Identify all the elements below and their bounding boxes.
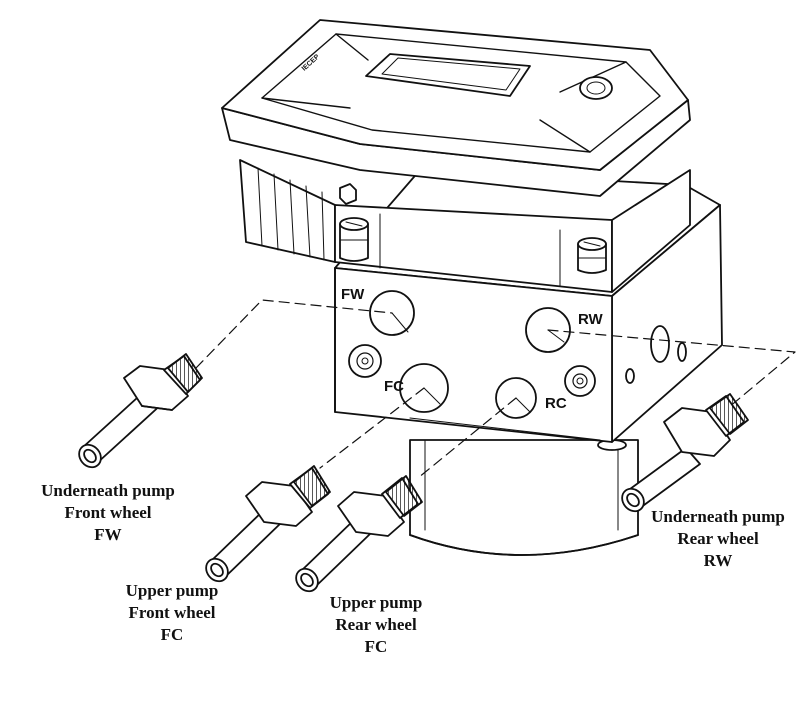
callout-upper-front: Upper pump Front wheel FC bbox=[102, 580, 242, 646]
callout-underneath-rear: Underneath pump Rear wheel RW bbox=[630, 506, 806, 572]
sensor-port-left bbox=[348, 344, 382, 378]
port-label-rw: RW bbox=[578, 311, 604, 328]
callout-upper-rear: Upper pump Rear wheel FC bbox=[306, 592, 446, 658]
callout-line: FC bbox=[160, 625, 184, 644]
callout-line: Upper pump bbox=[329, 593, 423, 612]
fitting-fw bbox=[78, 353, 203, 469]
callout-line: Rear wheel bbox=[335, 615, 417, 634]
callout-underneath-front: Underneath pump Front wheel FW bbox=[18, 480, 198, 546]
callout-line: Rear wheel bbox=[677, 529, 759, 548]
callout-line: Front wheel bbox=[128, 603, 216, 622]
callout-line: Underneath pump bbox=[41, 481, 175, 500]
fitting-upper-rear bbox=[295, 475, 423, 593]
motor-cylinder bbox=[409, 439, 639, 556]
side-ports bbox=[625, 325, 687, 384]
sensor-port-right bbox=[564, 365, 596, 397]
callout-line: RW bbox=[703, 551, 733, 570]
bolt-left bbox=[339, 217, 369, 262]
callout-line: Upper pump bbox=[125, 581, 219, 600]
callout-line: Front wheel bbox=[64, 503, 152, 522]
fitting-rw bbox=[621, 393, 749, 513]
callout-line: FC bbox=[364, 637, 388, 656]
routing-lines bbox=[195, 299, 796, 479]
port-label-rc: RC bbox=[545, 395, 567, 412]
callout-line: FW bbox=[94, 525, 122, 544]
bolt-right bbox=[577, 237, 607, 274]
port-label-fc: FC bbox=[384, 378, 404, 395]
ecu-housing: IECEP bbox=[221, 19, 691, 293]
callout-line: Underneath pump bbox=[651, 507, 785, 526]
port-label-fw: FW bbox=[341, 286, 365, 303]
fitting-upper-front bbox=[205, 465, 331, 583]
